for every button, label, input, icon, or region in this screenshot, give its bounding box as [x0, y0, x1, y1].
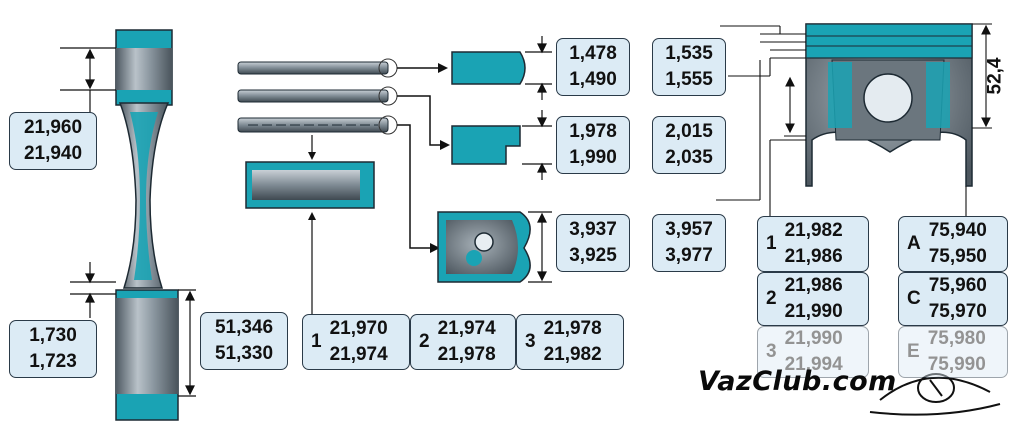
value: 3,977: [665, 245, 713, 266]
value: 21,982: [784, 220, 843, 241]
piston-dimension-lines: [716, 23, 992, 216]
class-label: 2: [419, 331, 430, 352]
value: 3,937: [569, 219, 617, 240]
value: 75,950: [928, 246, 987, 267]
watermark-text: VazClub.com: [698, 366, 897, 397]
value: 1,555: [665, 69, 713, 90]
rod-dimension-lines: [60, 47, 196, 397]
diameter-class-a-box: A 75,940 75,950: [898, 216, 1008, 272]
value: 21,960: [23, 117, 83, 138]
diameter-class-e-box: E 75,980 75,990: [898, 326, 1008, 378]
value: 21,982: [543, 344, 602, 365]
big-end-width-box: 1,730 1,723: [9, 320, 97, 378]
value: 1,730: [29, 325, 77, 346]
watermark-logo-icon: [869, 373, 1001, 416]
big-end-face: [116, 298, 178, 394]
value: 75,980: [927, 328, 986, 349]
class-label: 3: [766, 341, 777, 362]
value: 21,978: [437, 344, 496, 365]
value: 1,723: [29, 351, 77, 372]
value: 2,015: [665, 121, 713, 142]
pin-bore-class-1-box: 1 21,982 21,986: [757, 216, 869, 272]
second-ring-box: 1,978 1,990: [556, 116, 630, 174]
piston: [805, 23, 973, 187]
pin-class-1-box: 1 21,970 21,974: [302, 314, 410, 370]
pin-bore-class-2-box: 2 21,986 21,990: [757, 272, 869, 326]
value: 51,330: [214, 343, 274, 364]
value: 21,994: [784, 354, 843, 375]
top-ring-section: [451, 51, 526, 85]
pin-bore-class-3-box: 3 21,990 21,994: [757, 326, 869, 378]
value: 1,490: [569, 69, 617, 90]
diameter-class-c-box: C 75,960 75,970: [898, 272, 1008, 326]
value: 3,925: [569, 245, 617, 266]
value: 1,978: [569, 121, 617, 142]
top-ring-box: 1,478 1,490: [556, 38, 630, 96]
pin-class-2-box: 2 21,974 21,978: [410, 314, 516, 370]
small-end-bushing: [116, 48, 172, 90]
value: 21,986: [784, 275, 843, 296]
pin-bore: [863, 73, 913, 123]
piston-rings: [237, 58, 398, 135]
piston-height-label: 52,4: [980, 36, 1010, 116]
oil-ring-box: 3,937 3,925: [556, 214, 630, 272]
ring-grooves: [805, 23, 973, 59]
rod-beam-web: [130, 112, 158, 280]
value: 21,986: [784, 246, 843, 267]
value: 21,970: [329, 318, 388, 339]
value: 21,974: [329, 344, 388, 365]
value: 21,990: [784, 328, 843, 349]
big-end-bore-box: 51,346 51,330: [200, 312, 288, 370]
second-ring-strip: [237, 89, 389, 103]
value: 21,974: [437, 318, 496, 339]
value: 1,535: [665, 43, 713, 64]
value: 75,940: [928, 220, 987, 241]
value: 21,940: [23, 143, 83, 164]
value: 21,990: [784, 301, 843, 322]
value: 51,346: [214, 317, 274, 338]
piston-pin: [245, 135, 375, 315]
class-label: 1: [766, 233, 777, 254]
value: 75,970: [928, 301, 987, 322]
value: 75,960: [928, 275, 987, 296]
value: 2,035: [665, 147, 713, 168]
pin-class-3-box: 3 21,978 21,982: [516, 314, 624, 370]
ring-sections: [397, 51, 531, 283]
small-end-bore-box: 21,960 21,940: [9, 112, 97, 170]
ring-dimension-lines: [522, 36, 552, 283]
piston-groove-3-box: 3,957 3,977: [652, 214, 726, 272]
class-label: 1: [311, 331, 322, 352]
value: 3,957: [665, 219, 713, 240]
piston-groove-2-box: 2,015 2,035: [652, 116, 726, 174]
top-ring-strip: [237, 61, 389, 75]
piston-groove-1-box: 1,535 1,555: [652, 38, 726, 96]
value: 75,990: [927, 354, 986, 375]
class-label: 3: [525, 331, 536, 352]
connecting-rod: [115, 29, 179, 421]
class-label: E: [907, 341, 920, 362]
class-label: A: [907, 233, 921, 254]
class-label: C: [907, 288, 921, 309]
value: 21,978: [543, 318, 602, 339]
second-ring-section: [451, 125, 521, 165]
value: 1,478: [569, 43, 617, 64]
value: 52,4: [984, 57, 1006, 95]
class-label: 2: [766, 288, 777, 309]
value: 1,990: [569, 147, 617, 168]
